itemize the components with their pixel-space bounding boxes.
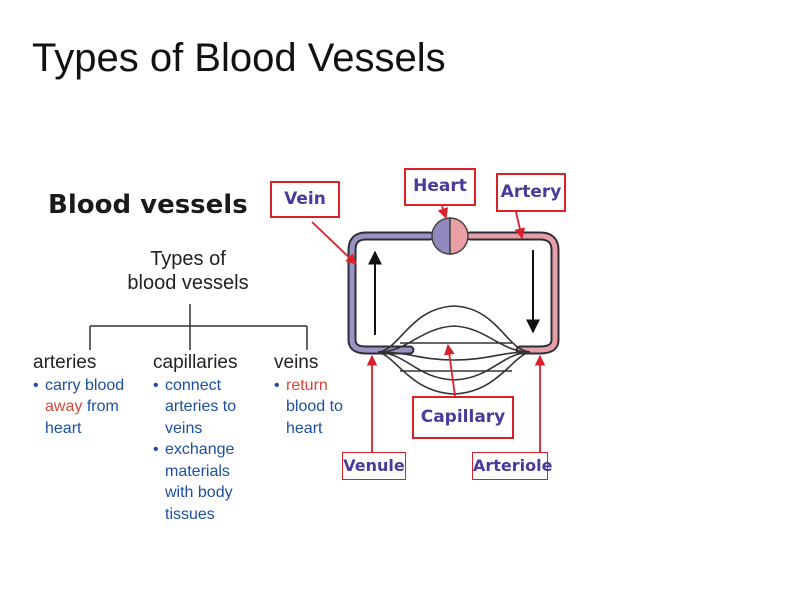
arteries-line1: carry blood [45,376,125,394]
types-heading-line2: blood vessels [127,272,249,294]
capillaries-b1-l2: arteries to [165,398,237,415]
types-heading: Types of blood vessels [108,247,268,295]
pointer-capillary [443,343,456,397]
label-capillary-text: Capillary [420,407,506,427]
label-arteriole: Arteriole [472,452,553,480]
veins-line1: return [286,376,328,394]
capillaries-b2-l3: with body [165,484,233,501]
arteries-line3: heart [45,419,82,437]
vessel-loop-inner [349,233,433,353]
label-vein-text: Vein [284,189,326,209]
capillaries-b2-l1: exchange [165,441,235,458]
veins-bullet: return blood to heart [274,375,364,440]
veins-line2: blood to [286,398,343,415]
capillaries-title: capillaries [153,352,238,373]
capillaries-b1-l1: connect [165,376,222,394]
capillaries-bullet-2: exchange materials with body tissues [153,439,273,525]
arteries-title: arteries [33,352,97,373]
capillaries-column: capillaries connect arteries to veins ex… [153,352,273,525]
veins-title: veins [274,352,319,373]
heart-icon [431,217,469,255]
label-venule-text: Venule [343,456,405,475]
blood-vessels-heading: Blood vessels [48,190,248,220]
vessel-loop-inner-right [467,233,558,353]
arteries-bullet: carry blood away from heart [33,375,153,440]
label-heart: Heart [404,168,476,206]
slide-title: Types of Blood Vessels [32,36,446,80]
veins-column: veins return blood to heart [274,352,364,439]
arteries-from: from [86,398,119,415]
label-vein: Vein [270,181,340,218]
capillaries-b2-l4: tissues [165,505,215,523]
label-artery-text: Artery [500,182,562,202]
types-heading-line1: Types of [150,248,226,270]
arteries-column: arteries carry blood away from heart [33,352,153,439]
capillaries-b1-l3: veins [165,419,203,437]
capillaries-b2-l2: materials [165,462,230,480]
label-arteriole-text: Arteriole [473,456,553,475]
label-venule: Venule [342,452,406,480]
capillaries-bullet-1: connect arteries to veins [153,375,273,440]
label-capillary: Capillary [412,396,514,439]
pointer-vein [311,221,357,265]
label-artery: Artery [496,173,566,212]
arteries-away: away [45,398,83,415]
label-heart-text: Heart [413,176,467,196]
pointer-heart [437,205,449,220]
pointer-artery [514,211,526,240]
veins-line3: heart [286,419,323,437]
